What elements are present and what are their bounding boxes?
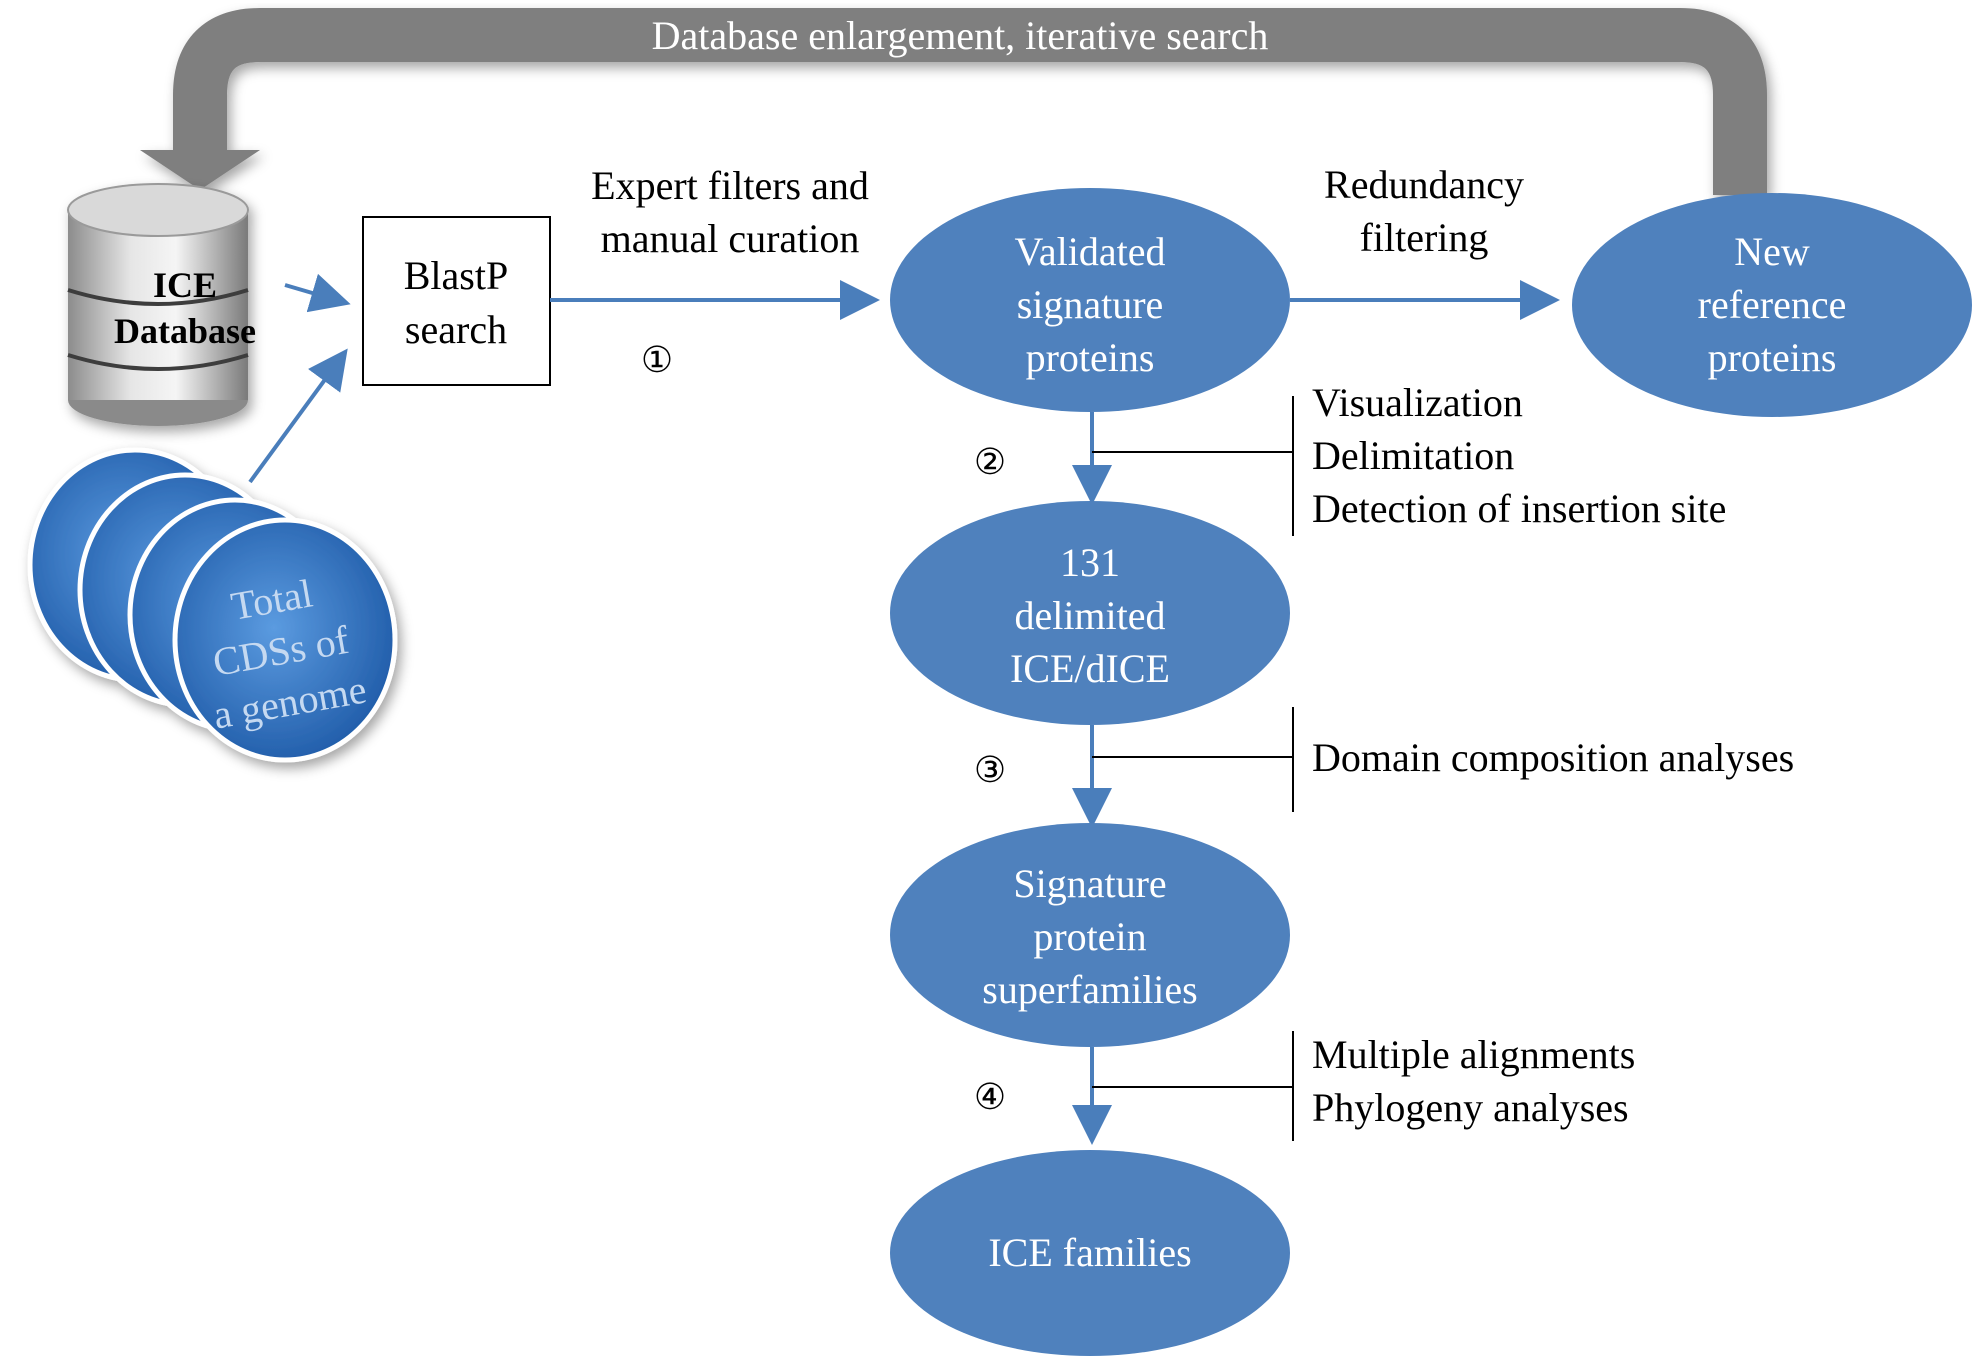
superfamilies-line2: protein — [1033, 914, 1146, 959]
validated-line2: signature — [1017, 282, 1164, 327]
step-3-marker: ③ — [974, 750, 1006, 790]
node-validated-signature-proteins — [890, 188, 1290, 412]
delimited-line1: 131 — [1060, 540, 1120, 585]
validated-line3: proteins — [1026, 335, 1155, 380]
families-label: ICE families — [988, 1230, 1191, 1275]
loop-arrow — [140, 8, 1767, 195]
step-1-marker: ① — [641, 340, 673, 380]
node-ice-families — [890, 1150, 1290, 1356]
step4-note-1: Multiple alignments — [1312, 1032, 1635, 1077]
new-reference-line1: New — [1734, 229, 1810, 274]
edge1-label-line1: Expert filters and — [591, 163, 869, 208]
genome-disk-stack-icon — [27, 447, 398, 763]
step-4-marker: ④ — [974, 1077, 1006, 1117]
step3-note-1: Domain composition analyses — [1312, 735, 1794, 780]
step-2-marker: ② — [974, 442, 1006, 482]
arrow-genome-to-blast — [248, 348, 348, 484]
new-reference-line2: reference — [1698, 282, 1847, 327]
blastp-search-box — [362, 216, 551, 386]
blastp-label-line2: search — [405, 307, 507, 352]
node-signature-protein-superfamilies — [890, 823, 1290, 1047]
blastp-label-line1: BlastP — [404, 253, 508, 298]
step4-note-2: Phylogeny analyses — [1312, 1085, 1629, 1130]
delimited-line2: delimited — [1014, 593, 1165, 638]
delimited-line3: ICE/dICE — [1010, 646, 1170, 691]
redundancy-label-line1: Redundancy — [1324, 162, 1524, 207]
superfamilies-line3: superfamilies — [982, 967, 1198, 1012]
database-label-ice: ICE — [153, 265, 217, 305]
step2-note-1: Visualization — [1312, 380, 1523, 425]
loop-label: Database enlargement, iterative search — [652, 13, 1269, 58]
new-reference-line3: proteins — [1708, 335, 1837, 380]
node-delimited-ice — [890, 501, 1290, 725]
validated-line1: Validated — [1014, 229, 1165, 274]
node-new-reference-proteins — [1572, 193, 1972, 417]
step2-note-3: Detection of insertion site — [1312, 486, 1726, 531]
step2-note-2: Delimitation — [1312, 433, 1514, 478]
superfamilies-line1: Signature — [1013, 861, 1166, 906]
database-label-database: Database — [114, 311, 256, 351]
ice-database-icon — [67, 183, 249, 426]
edge1-label-line2: manual curation — [601, 216, 860, 261]
arrow-database-to-blast — [284, 273, 351, 313]
redundancy-label-line2: filtering — [1360, 215, 1489, 260]
